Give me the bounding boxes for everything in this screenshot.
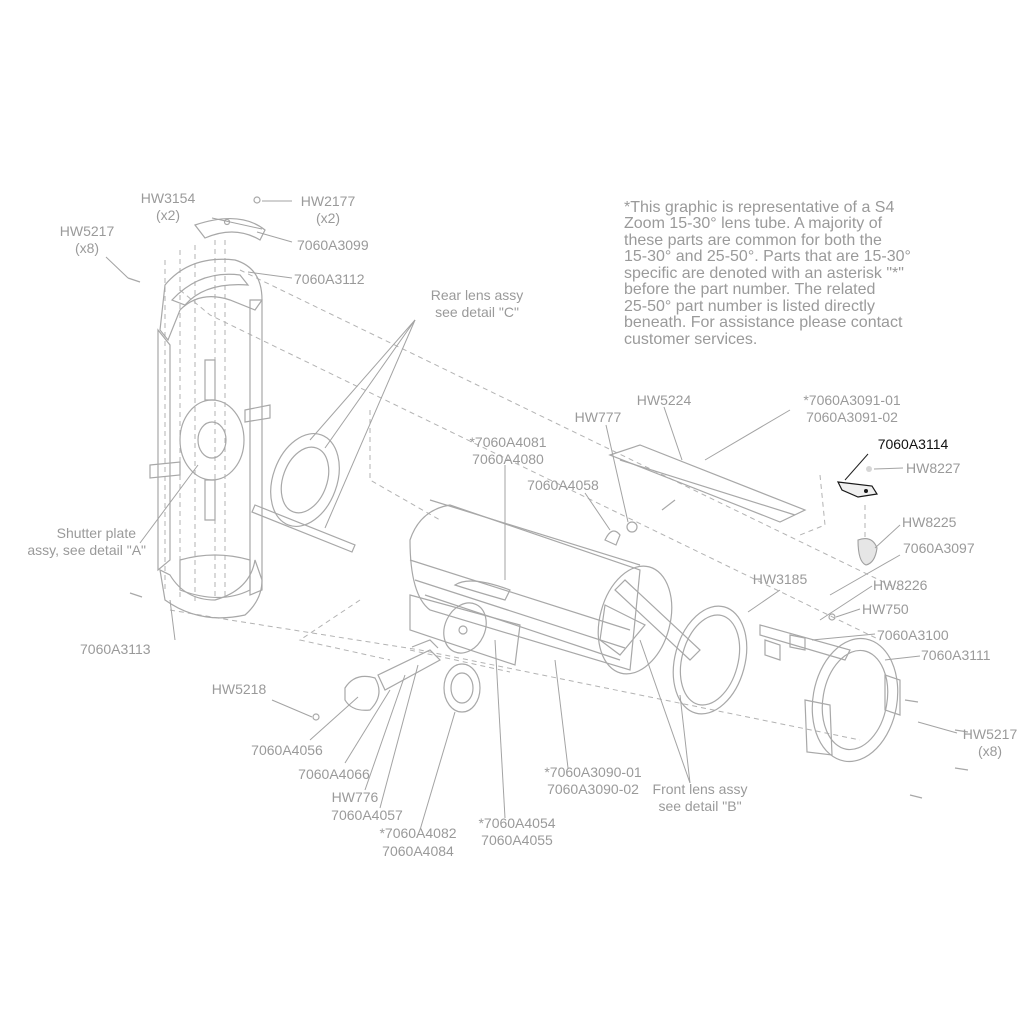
label-front-lens-1: Front lens assy	[653, 781, 748, 797]
label-7060A4056: 7060A4056	[251, 742, 323, 758]
label-rear-lens-2: see detail "C"	[435, 304, 519, 320]
label-hw3154-qty: (x2)	[156, 207, 180, 223]
rear-housing-assembly	[127, 196, 271, 619]
label-hw5217-left-qty: (x8)	[75, 240, 99, 256]
label-hw2177-qty: (x2)	[316, 210, 340, 226]
label-hw8227: HW8227	[906, 460, 961, 476]
assembly-axis-lines	[164, 240, 901, 741]
front-lens-ring	[672, 605, 748, 715]
label-7060A3113: 7060A3113	[80, 641, 151, 657]
label-7060A4082: *7060A4082	[379, 825, 456, 841]
label-7060A3090-01: *7060A3090-01	[544, 764, 642, 780]
label-7060A3091-02: 7060A3091-02	[806, 409, 898, 425]
small-hardware	[312, 499, 969, 799]
note-line-8: beneath. For assistance please contact	[624, 314, 903, 331]
note-line-3: these parts are common for both the	[624, 232, 882, 249]
note-line-7: 25-50° part number is listed directly	[624, 298, 875, 315]
label-7060A3090-02: 7060A3090-02	[547, 781, 639, 797]
label-7060A4066: 7060A4066	[298, 766, 370, 782]
label-hw776: HW776	[332, 789, 379, 805]
label-7060A3114: 7060A3114	[878, 436, 949, 452]
note-line-9: customer services.	[624, 331, 757, 348]
label-7060A3091-01: *7060A3091-01	[803, 392, 901, 408]
label-7060A4054: *7060A4054	[478, 815, 555, 831]
lens-tube	[409, 499, 701, 675]
label-hw5218: HW5218	[212, 681, 267, 697]
label-7060A4080: 7060A4080	[472, 451, 544, 467]
label-hw3154: HW3154	[141, 190, 196, 206]
front-housing-assembly	[759, 624, 901, 763]
highlighted-part-7060A3114	[836, 466, 878, 498]
label-7060A4081: *7060A4081	[469, 434, 546, 450]
label-7060A3097: 7060A3097	[903, 540, 975, 556]
note-line-4: 15-30° and 25-50°. Parts that are 15-30°	[624, 248, 911, 265]
rear-lens-ring	[251, 432, 356, 553]
label-7060A4057: 7060A4057	[331, 807, 403, 823]
label-hw8226: HW8226	[873, 577, 928, 593]
label-rear-lens-1: Rear lens assy	[431, 287, 524, 303]
label-hw2177: HW2177	[301, 193, 356, 209]
label-hw750: HW750	[862, 601, 909, 617]
label-hw5217-right: HW5217	[963, 726, 1018, 742]
label-hw5217-right-qty: (x8)	[978, 743, 1002, 759]
note-line-1: *This graphic is representative of a S4	[624, 199, 894, 216]
label-shutter-2: assy, see detail "A"	[27, 542, 146, 558]
label-front-lens-2: see detail "B"	[658, 798, 741, 814]
focus-gear-assembly	[344, 602, 487, 713]
label-hw5224: HW5224	[637, 392, 692, 408]
note-line-2: Zoom 15-30° lens tube. A majority of	[624, 215, 883, 232]
label-7060A3111: 7060A3111	[921, 647, 991, 663]
label-hw5217-left: HW5217	[60, 223, 115, 239]
label-hw3185: HW3185	[753, 571, 808, 587]
note-line-6: before the part number. The related	[624, 281, 875, 298]
label-7060A4055: 7060A4055	[481, 832, 553, 848]
label-7060A3112: 7060A3112	[294, 271, 365, 287]
knob-hw8225	[857, 538, 878, 566]
label-hw8225: HW8225	[902, 514, 957, 530]
label-shutter-1: Shutter plate	[57, 525, 137, 541]
label-hw777: HW777	[575, 409, 622, 425]
label-7060A3099: 7060A3099	[297, 237, 369, 253]
leader-lines	[105, 200, 958, 831]
label-7060A3100: 7060A3100	[877, 627, 949, 643]
label-7060A4084: 7060A4084	[382, 843, 454, 859]
guide-rail	[608, 444, 807, 523]
label-7060A4058: 7060A4058	[527, 477, 599, 493]
note-line-5: specific are denoted with an asterisk "*…	[624, 265, 904, 282]
